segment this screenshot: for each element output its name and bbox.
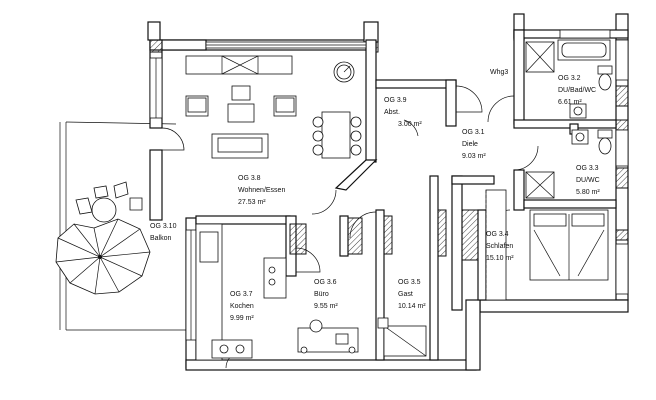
- desk: [297, 319, 359, 354]
- svg-text:DU/Bad/WC: DU/Bad/WC: [558, 87, 596, 94]
- svg-text:OG 3.7: OG 3.7: [230, 291, 253, 298]
- svg-text:OG 3.1: OG 3.1: [462, 129, 485, 136]
- wardrobe: [485, 189, 507, 301]
- toilet-1: [597, 65, 613, 91]
- svg-text:OG 3.2: OG 3.2: [558, 75, 581, 82]
- svg-text:Diele: Diele: [462, 141, 478, 148]
- shower-2: [525, 171, 555, 199]
- room-label-og38: OG 3.8 Wohnen/Essen 27.53 m²: [238, 175, 285, 206]
- svg-text:DU/WC: DU/WC: [576, 177, 600, 184]
- svg-text:OG 3.8: OG 3.8: [238, 175, 261, 182]
- svg-text:OG 3.5: OG 3.5: [398, 279, 421, 286]
- svg-text:15.10 m²: 15.10 m²: [486, 255, 514, 262]
- room-label-og310: OG 3.10 Balkon: [150, 223, 177, 242]
- room-label-og37: OG 3.7 Kochen 9.99 m²: [230, 291, 254, 322]
- coffee-table: [227, 85, 255, 123]
- room-label-og35: OG 3.5 Gast 10.14 m²: [398, 279, 426, 310]
- svg-text:27.53 m²: 27.53 m²: [238, 199, 266, 206]
- svg-text:6.61 m²: 6.61 m²: [558, 99, 582, 106]
- svg-text:10.14 m²: 10.14 m²: [398, 303, 426, 310]
- svg-text:OG 3.9: OG 3.9: [384, 97, 407, 104]
- svg-text:OG 3.10: OG 3.10: [150, 223, 177, 230]
- svg-text:9.99 m²: 9.99 m²: [230, 315, 254, 322]
- svg-text:OG 3.6: OG 3.6: [314, 279, 337, 286]
- room-label-og33: OG 3.3 DU/WC 5.80 m²: [576, 165, 600, 196]
- apartment-label: Whg3: [490, 69, 508, 76]
- svg-text:Schlafen: Schlafen: [486, 243, 513, 250]
- svg-text:Gast: Gast: [398, 291, 413, 298]
- room-label-og32: OG 3.2 DU/Bad/WC 6.61 m²: [558, 75, 596, 106]
- svg-text:9.55 m²: 9.55 m²: [314, 303, 338, 310]
- svg-text:9.03 m²: 9.03 m²: [462, 153, 486, 160]
- svg-text:OG 3.3: OG 3.3: [576, 165, 599, 172]
- svg-text:Wohnen/Essen: Wohnen/Essen: [238, 187, 285, 194]
- sofa: [211, 133, 269, 159]
- balcony-furniture: [75, 181, 143, 223]
- double-bed: [529, 209, 609, 281]
- armchairs: [185, 95, 297, 117]
- guest-bed: [377, 317, 427, 357]
- sink-2: [571, 129, 589, 145]
- room-label-og34: OG 3.4 Schlafen 15.10 m²: [486, 231, 514, 262]
- kitchen-counter: [195, 223, 287, 361]
- toilet-2: [597, 129, 613, 155]
- svg-text:3.00 m²: 3.00 m²: [398, 121, 422, 128]
- svg-text:Büro: Büro: [314, 291, 329, 298]
- room-label-og36: OG 3.6 Büro 9.55 m²: [314, 279, 338, 310]
- shower-1: [525, 41, 555, 73]
- clock-icon: [333, 61, 355, 83]
- dining-table: [312, 111, 362, 159]
- bathtub: [557, 39, 611, 61]
- svg-text:Abst.: Abst.: [384, 109, 400, 116]
- svg-text:Balkon: Balkon: [150, 235, 172, 242]
- svg-text:5.80 m²: 5.80 m²: [576, 189, 600, 196]
- parasol-icon: [55, 218, 151, 295]
- room-label-og31: OG 3.1 Diele 9.03 m²: [462, 129, 486, 160]
- svg-text:OG 3.4: OG 3.4: [486, 231, 509, 238]
- room-label-og39: OG 3.9 Abst. 3.00 m²: [384, 97, 422, 128]
- svg-text:Kochen: Kochen: [230, 303, 254, 310]
- sink-1: [569, 103, 587, 119]
- sideboard: [185, 55, 293, 75]
- windows: [149, 29, 629, 341]
